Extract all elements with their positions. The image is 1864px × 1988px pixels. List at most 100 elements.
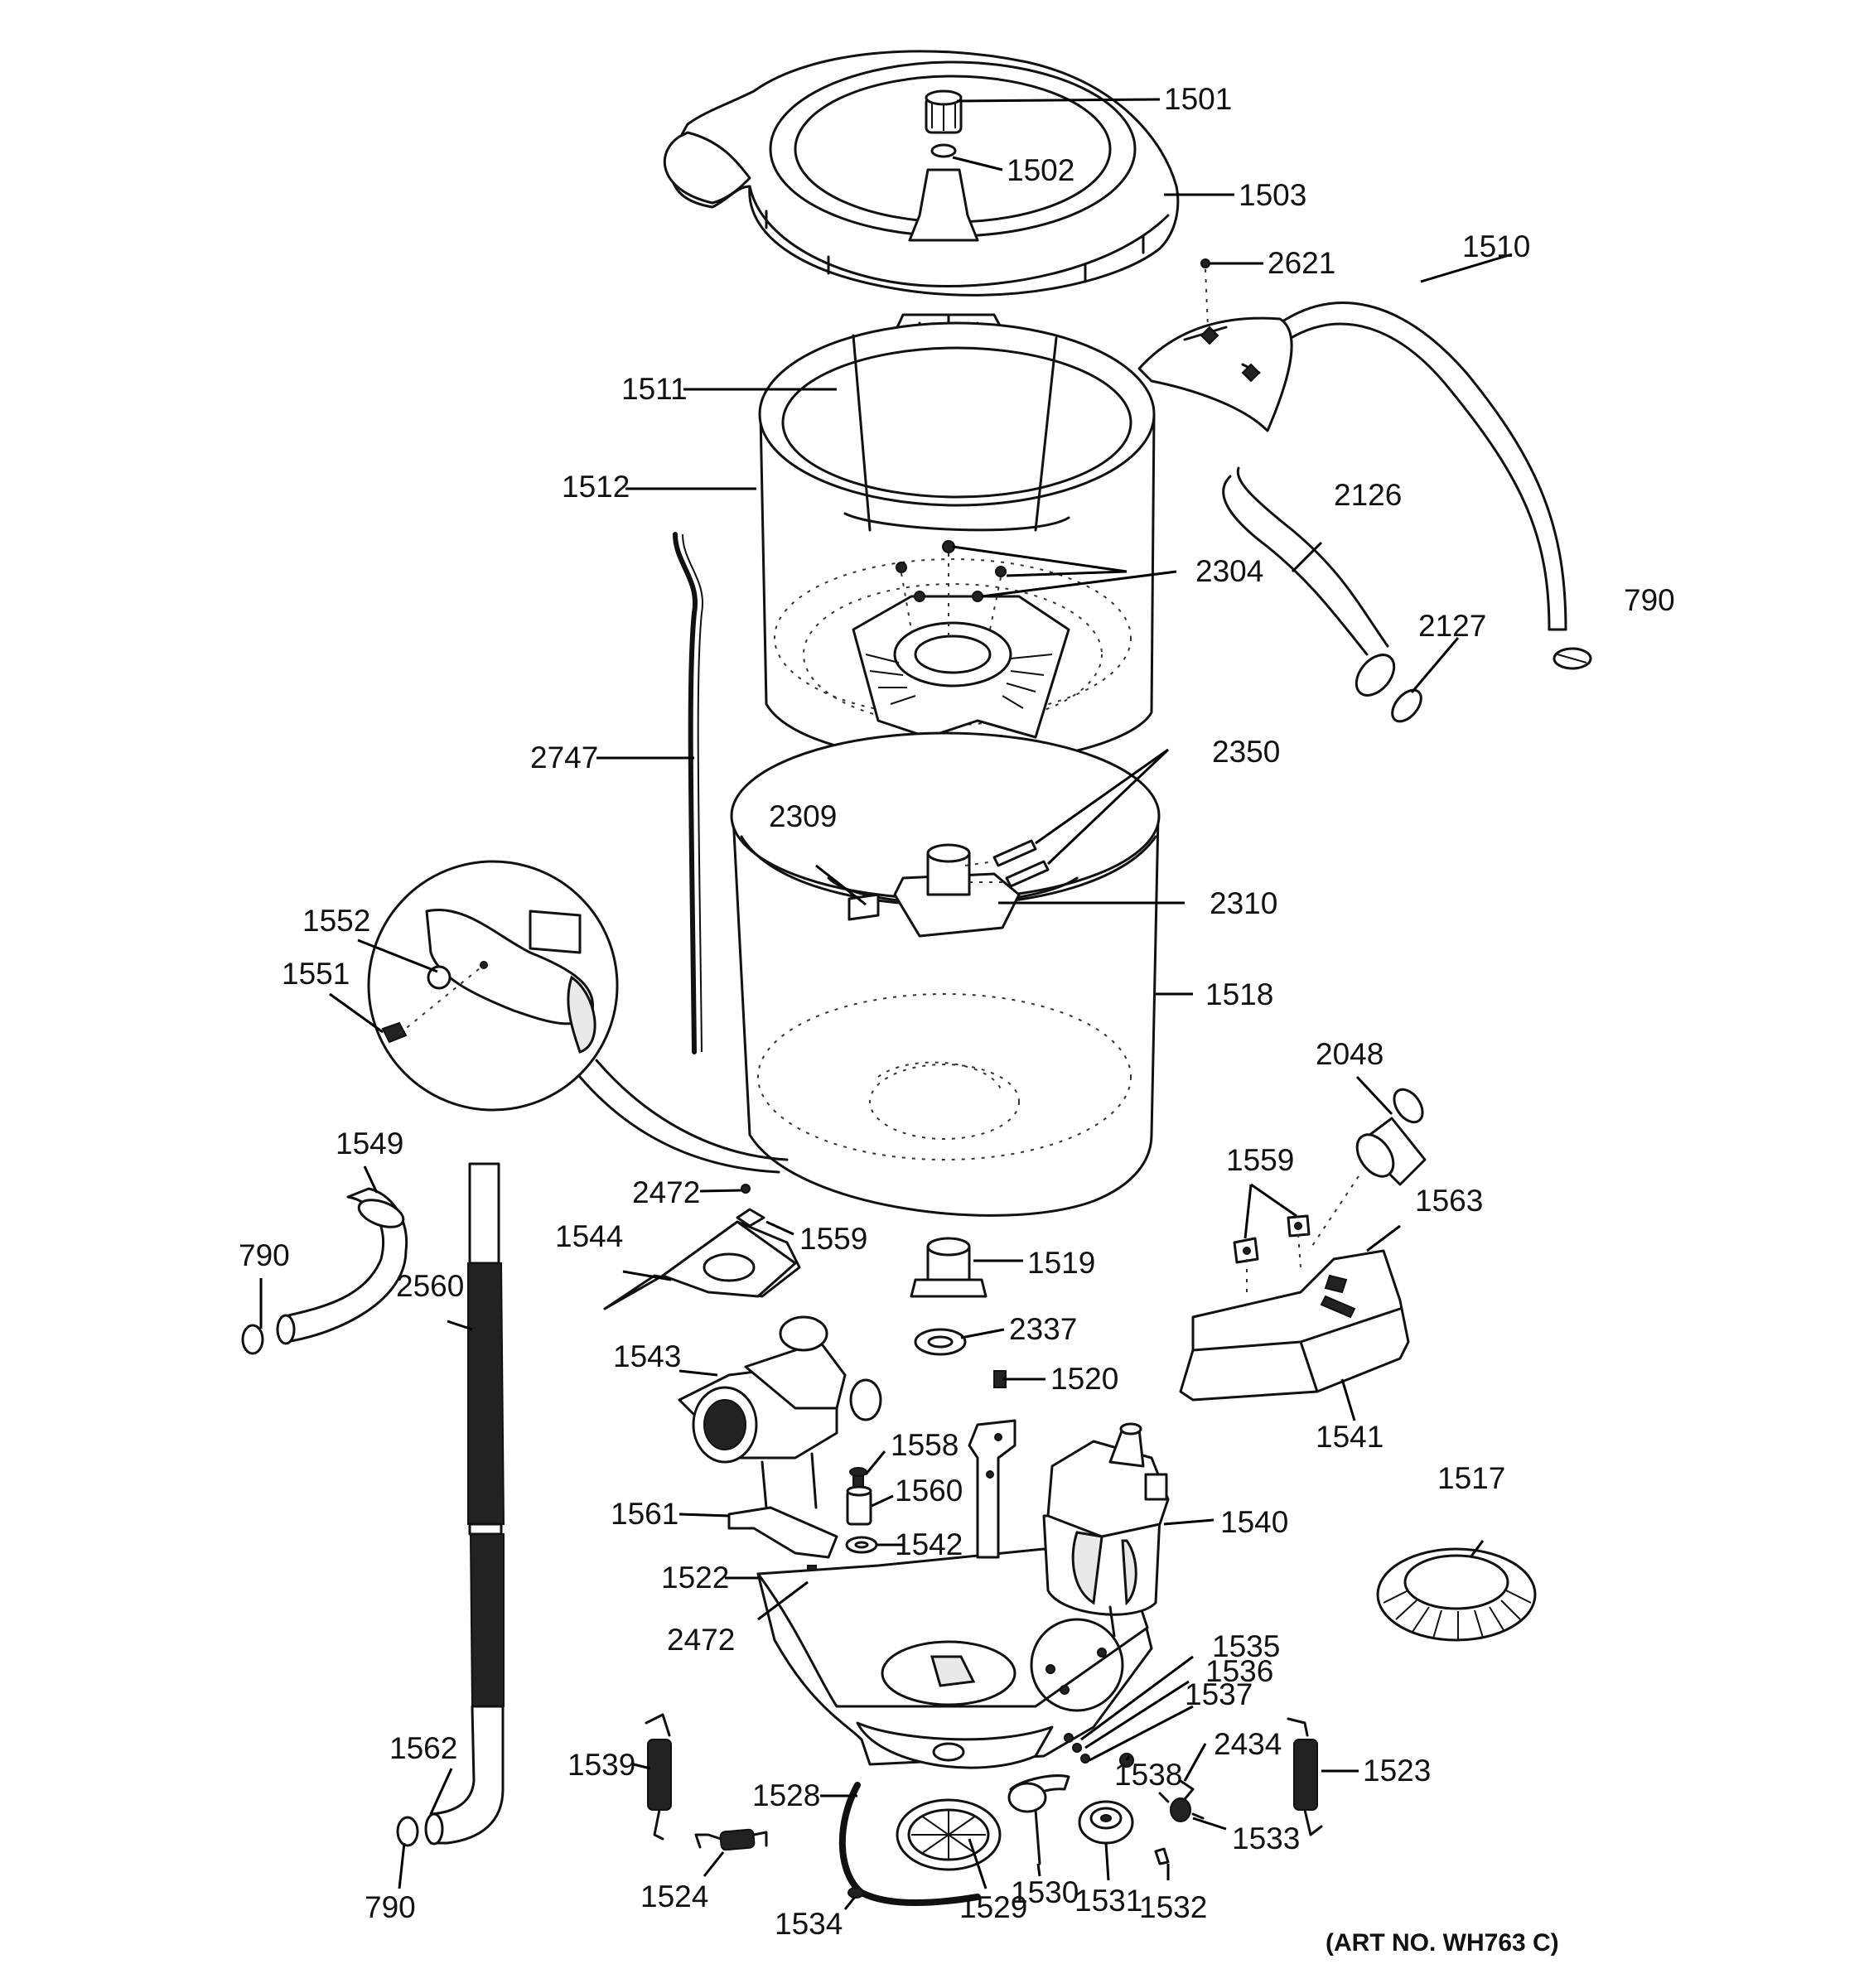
washer-2337 xyxy=(914,1328,967,1356)
spring-1539 xyxy=(645,1713,672,1841)
label-1543: 1543 xyxy=(613,1339,681,1373)
label-1535: 1535 xyxy=(1212,1629,1280,1663)
screw-2472-top xyxy=(741,1184,751,1194)
label-2350: 2350 xyxy=(1212,735,1280,769)
label-1559-center: 1559 xyxy=(799,1222,867,1256)
rod-2747 xyxy=(673,532,698,1054)
label-2472-bottom: 2472 xyxy=(667,1623,735,1657)
label-1503: 1503 xyxy=(1239,178,1306,212)
clamp-2127 xyxy=(1391,688,1422,723)
cover-1544 xyxy=(603,1220,801,1310)
label-1559-right: 1559 xyxy=(1226,1143,1294,1177)
label-1510: 1510 xyxy=(1462,229,1530,263)
label-790-bottom: 790 xyxy=(365,1890,416,1924)
screw-1520 xyxy=(993,1370,1007,1388)
label-2337: 2337 xyxy=(1009,1312,1077,1346)
label-790-top: 790 xyxy=(1624,583,1675,617)
label-1529: 1529 xyxy=(959,1890,1027,1924)
label-1531: 1531 xyxy=(1074,1884,1142,1918)
label-1539: 1539 xyxy=(567,1748,635,1782)
seal-1502 xyxy=(930,143,957,158)
label-1524: 1524 xyxy=(640,1879,708,1913)
base-plate-1522 xyxy=(756,1547,1153,1769)
label-2048: 2048 xyxy=(1316,1037,1384,1071)
label-2310: 2310 xyxy=(1210,886,1277,920)
part-labels: 1501 1502 1503 2621 1510 1511 1512 2126 … xyxy=(239,82,1675,1957)
label-1560: 1560 xyxy=(895,1474,963,1508)
screws-2350 xyxy=(964,839,1050,888)
label-2560: 2560 xyxy=(396,1269,464,1303)
label-1538: 1538 xyxy=(1114,1758,1182,1792)
label-1512: 1512 xyxy=(562,470,630,504)
ring-1517 xyxy=(1376,1547,1537,1642)
mount-bracket xyxy=(968,1419,1017,1559)
label-2126: 2126 xyxy=(1334,478,1402,512)
elbow-1549 xyxy=(276,1187,408,1345)
spring-1533 xyxy=(1158,1792,1205,1822)
label-2309: 2309 xyxy=(769,799,837,833)
clips-1535-1537 xyxy=(1064,1733,1090,1764)
pin-2434 xyxy=(1179,1779,1195,1801)
label-1549: 1549 xyxy=(336,1127,403,1160)
hose-1510 xyxy=(1278,302,1567,631)
label-1537: 1537 xyxy=(1185,1677,1253,1711)
label-1518: 1518 xyxy=(1205,977,1273,1011)
hose-2126 xyxy=(1222,466,1396,697)
label-1532: 1532 xyxy=(1139,1890,1207,1924)
bushing-1560 xyxy=(846,1485,872,1526)
label-1517: 1517 xyxy=(1437,1461,1505,1495)
pin-1532 xyxy=(1154,1847,1170,1865)
spring-1523 xyxy=(1287,1717,1323,1836)
clamp-790-left xyxy=(241,1324,264,1355)
label-1523: 1523 xyxy=(1363,1754,1431,1788)
outer-tub-1518 xyxy=(730,731,1161,1217)
label-1552: 1552 xyxy=(302,904,370,938)
label-1544: 1544 xyxy=(555,1219,623,1253)
leader-lines xyxy=(259,98,1513,1910)
label-1558: 1558 xyxy=(891,1428,959,1462)
label-2304: 2304 xyxy=(1195,554,1263,588)
detail-inset xyxy=(367,860,789,1174)
deflector-2621 xyxy=(1137,258,1293,432)
label-1551: 1551 xyxy=(282,957,350,991)
clip-1559-center xyxy=(736,1208,765,1228)
label-2127: 2127 xyxy=(1418,609,1486,643)
agitator-cap-1501 xyxy=(925,89,963,134)
wash-basket-1512 xyxy=(758,321,1156,764)
shield-1541 xyxy=(1179,1249,1410,1402)
bracket-1561 xyxy=(727,1506,838,1559)
clips-1559-right xyxy=(1233,1214,1311,1292)
label-1540: 1540 xyxy=(1220,1505,1288,1539)
capacitor-2048 xyxy=(1308,1088,1427,1252)
pulley-1531 xyxy=(1078,1800,1134,1845)
label-1541: 1541 xyxy=(1316,1420,1384,1454)
label-1511: 1511 xyxy=(621,372,688,406)
ring-1519 xyxy=(910,1237,988,1298)
label-2747: 2747 xyxy=(530,741,598,774)
label-1519: 1519 xyxy=(1027,1246,1095,1280)
label-1528: 1528 xyxy=(752,1778,820,1812)
label-2621: 2621 xyxy=(1268,246,1335,280)
grommet-1542 xyxy=(845,1536,878,1554)
tub-cover-1503 xyxy=(663,50,1180,297)
pulley-1529 xyxy=(838,1782,1002,1906)
label-1542: 1542 xyxy=(895,1527,963,1561)
drain-hose-2560 xyxy=(424,1162,505,1846)
label-1536: 1536 xyxy=(1205,1654,1273,1688)
label-2472-top: 2472 xyxy=(632,1175,700,1209)
screw-1534 xyxy=(847,1887,864,1899)
clamp-790-top xyxy=(1553,647,1592,670)
label-1501: 1501 xyxy=(1164,82,1232,116)
label-1522: 1522 xyxy=(661,1561,729,1595)
label-790-left: 790 xyxy=(239,1238,290,1272)
label-1534: 1534 xyxy=(775,1907,843,1941)
label-1530: 1530 xyxy=(1011,1875,1079,1909)
label-1562: 1562 xyxy=(389,1731,457,1765)
label-1561: 1561 xyxy=(611,1497,678,1531)
label-1533: 1533 xyxy=(1232,1822,1300,1855)
label-1502: 1502 xyxy=(1007,153,1074,187)
spring-1524 xyxy=(694,1828,768,1851)
idler-1530 xyxy=(1007,1774,1070,1865)
art-number: (ART NO. WH763 C) xyxy=(1326,1929,1559,1957)
